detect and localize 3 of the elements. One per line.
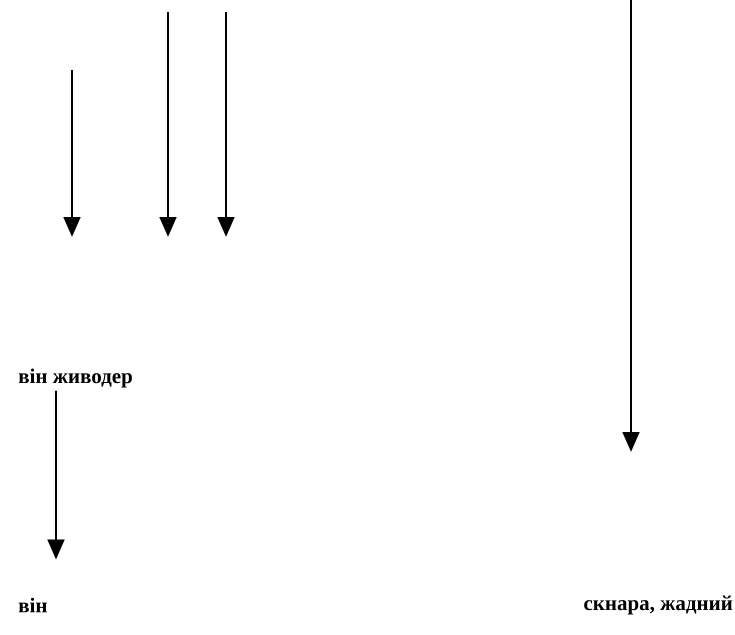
word-label: він xyxy=(18,598,47,612)
word-label: скнара, жадний xyxy=(584,596,732,614)
word-label: він живодер xyxy=(18,368,132,388)
